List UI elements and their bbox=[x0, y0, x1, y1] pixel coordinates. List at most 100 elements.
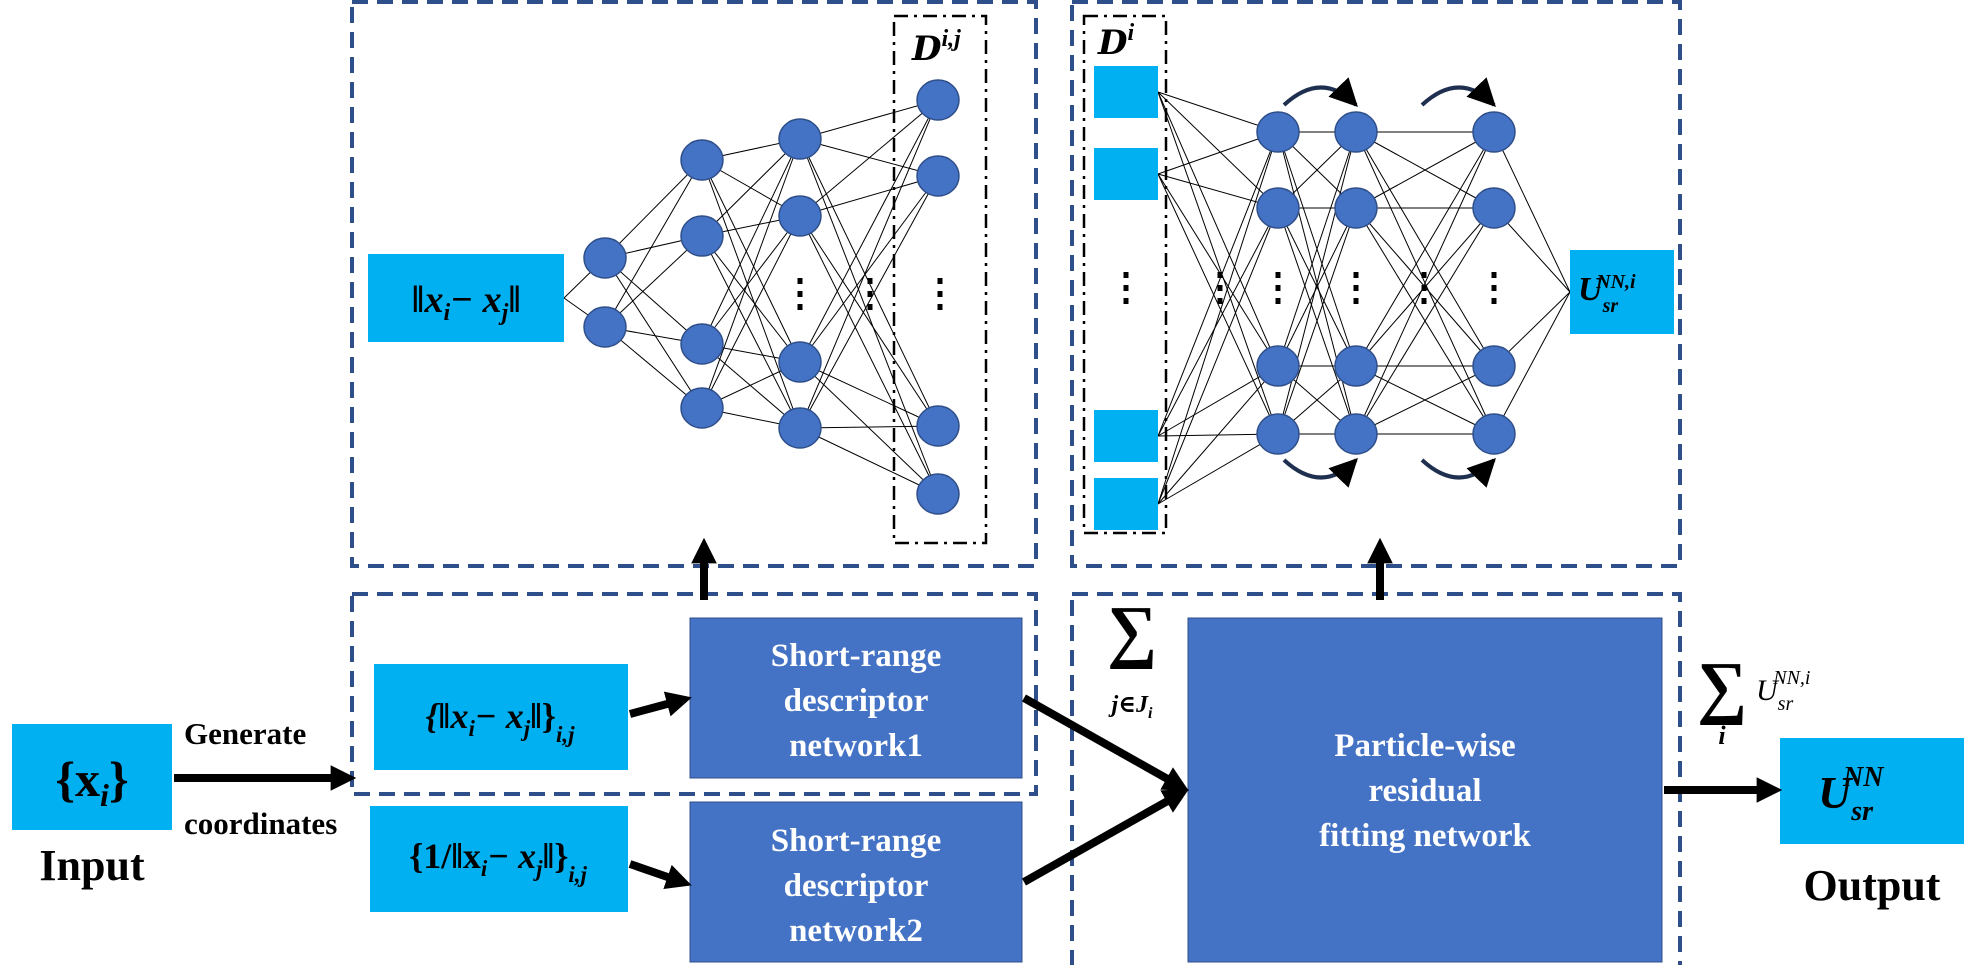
descriptor-edge bbox=[799, 99, 939, 363]
network-node bbox=[916, 473, 960, 515]
fitting-input-squares bbox=[1094, 66, 1158, 530]
fitting-input-edge bbox=[1157, 207, 1279, 437]
network-node bbox=[583, 237, 627, 279]
network-node bbox=[680, 387, 724, 429]
network-node bbox=[1472, 413, 1516, 455]
fitting-ellipsis bbox=[1491, 272, 1497, 278]
fitting-input-edge bbox=[1157, 207, 1279, 505]
fitting-ellipsis bbox=[1217, 285, 1223, 291]
descriptor-ellipsis bbox=[867, 304, 873, 310]
fitting-input-edge bbox=[1157, 433, 1279, 505]
sum-j-symbol: ∑ bbox=[1107, 593, 1157, 670]
distance-set-math: {‖xi− xj‖}i,j bbox=[426, 696, 576, 747]
descriptor-ellipsis bbox=[937, 304, 943, 310]
input-math: {xi} bbox=[55, 751, 128, 813]
descriptor-edge bbox=[799, 138, 939, 495]
descriptor-output-math: Di,j bbox=[911, 26, 961, 69]
fitting-edge bbox=[1355, 131, 1495, 435]
fitting-ellipsis bbox=[1275, 285, 1281, 291]
descriptor-detail-frame bbox=[350, 0, 1038, 568]
descriptor-edge bbox=[799, 99, 939, 217]
descriptor-edge bbox=[701, 215, 801, 409]
descriptor-edge bbox=[701, 138, 801, 409]
descriptor-edge bbox=[701, 235, 801, 429]
distance-set-box bbox=[374, 664, 628, 770]
fitting-ellipsis bbox=[1123, 285, 1129, 291]
input-box bbox=[12, 724, 172, 830]
descriptor-edge bbox=[701, 159, 801, 429]
network-node bbox=[1256, 111, 1300, 153]
fitting-output-edge bbox=[1493, 291, 1571, 435]
set1-to-network1-arrow bbox=[628, 691, 692, 718]
fitting-input-square bbox=[1094, 410, 1158, 462]
fitting-input-edge bbox=[1157, 131, 1279, 505]
sum-i-term: UsrNN,i bbox=[1756, 667, 1811, 715]
descriptor-network-1-box bbox=[689, 617, 1023, 779]
sum-i-subscript: i bbox=[1718, 721, 1726, 750]
descriptor-1-line-3: network1 bbox=[789, 728, 923, 764]
network-node bbox=[778, 341, 822, 383]
descriptor-edge bbox=[799, 175, 939, 363]
residual-arc-top-1 bbox=[1282, 77, 1358, 108]
descriptor-ellipsis bbox=[797, 278, 803, 284]
residual-arcs bbox=[1282, 77, 1496, 488]
descriptor-edge bbox=[701, 138, 801, 237]
fitting-input-edge bbox=[1157, 365, 1279, 505]
network-node bbox=[778, 407, 822, 449]
fitting-ellipsis bbox=[1421, 285, 1427, 291]
descriptor-edge bbox=[799, 425, 939, 429]
descriptor-edge bbox=[799, 215, 939, 427]
descriptor-2-line-3: network2 bbox=[789, 913, 923, 949]
residual-arc-bottom-1 bbox=[1282, 457, 1358, 488]
fitting-ellipsis bbox=[1353, 298, 1359, 304]
fitting-line-1: Particle-wise bbox=[1334, 728, 1515, 764]
fitting-edge bbox=[1277, 131, 1357, 435]
network-node bbox=[680, 215, 724, 257]
descriptor-edge bbox=[799, 99, 939, 429]
fitting-line-2: residual bbox=[1368, 773, 1481, 809]
network-node bbox=[583, 306, 627, 348]
network-node bbox=[778, 118, 822, 160]
fitting-input-square bbox=[1094, 148, 1158, 200]
network-node bbox=[1256, 187, 1300, 229]
descriptor-output-layer-box bbox=[892, 14, 988, 545]
fitting-ellipsis bbox=[1217, 272, 1223, 278]
descriptor-edge bbox=[799, 361, 939, 495]
descriptor-edge bbox=[604, 235, 703, 328]
fitting-input-layer-box bbox=[1082, 14, 1168, 535]
fitting-ellipsis bbox=[1275, 272, 1281, 278]
network2-to-fitting-arrow bbox=[1022, 788, 1189, 886]
fitting-input-math: Di bbox=[1097, 20, 1134, 63]
fitting-output-math: UsrNN,i bbox=[1578, 271, 1636, 317]
descriptor-1-line-2: descriptor bbox=[784, 683, 929, 719]
descriptor-edge bbox=[799, 215, 939, 495]
residual-arc-bottom-2 bbox=[1420, 457, 1496, 488]
descriptor-2-line-1: Short-range bbox=[771, 823, 941, 859]
descriptor-ellipsis bbox=[797, 291, 803, 297]
fitting-input-edge bbox=[1157, 91, 1279, 435]
fitting-ellipsis bbox=[1491, 298, 1497, 304]
fitting-edge bbox=[1277, 131, 1357, 367]
output-label: Output bbox=[1804, 861, 1941, 910]
fitting-edge bbox=[1355, 131, 1495, 209]
fitting-ellipsis bbox=[1123, 272, 1129, 278]
fitting-edge bbox=[1355, 131, 1495, 367]
network-node bbox=[680, 323, 724, 365]
descriptor-2-line-2: descriptor bbox=[784, 868, 929, 904]
descriptor-group-frame bbox=[350, 592, 1038, 796]
fitting-ellipsis bbox=[1353, 285, 1359, 291]
fitting-ellipsis bbox=[1421, 298, 1427, 304]
descriptor-ellipsis bbox=[797, 304, 803, 310]
network-node bbox=[778, 195, 822, 237]
descriptor-edge bbox=[799, 99, 939, 140]
network-node bbox=[916, 79, 960, 121]
descriptor-ellipsis bbox=[937, 291, 943, 297]
descriptor-ellipsis bbox=[937, 278, 943, 284]
descriptor-edge bbox=[604, 159, 703, 259]
network-node bbox=[1334, 413, 1378, 455]
network-node bbox=[680, 139, 724, 181]
descriptor-edge bbox=[701, 215, 801, 345]
fitting-edge bbox=[1355, 365, 1495, 435]
descriptor-edge bbox=[701, 159, 801, 363]
